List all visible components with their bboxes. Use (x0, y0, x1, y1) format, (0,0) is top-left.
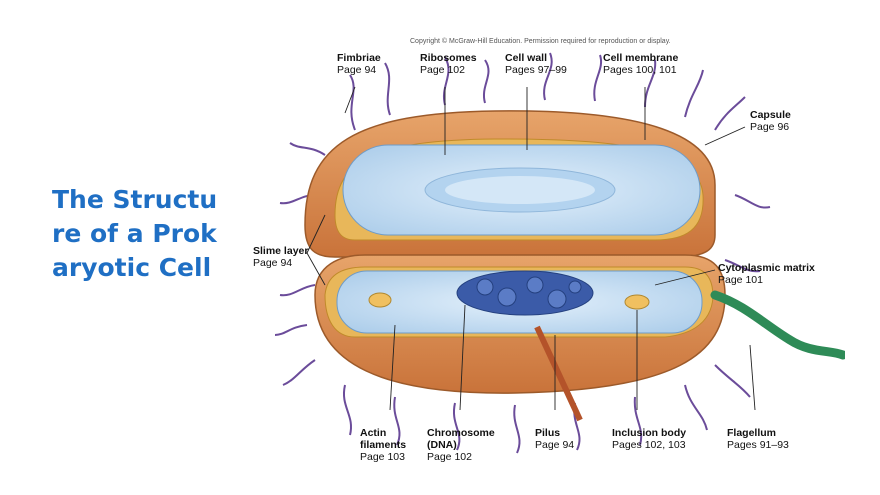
prokaryotic-cell-figure: Copyright © McGraw-Hill Education. Permi… (245, 35, 845, 475)
flagellum (710, 290, 845, 360)
cell-illustration (274, 52, 845, 454)
chromosome-dna (456, 270, 594, 316)
label-chromosome: Chromosome (DNA)Page 102 (427, 427, 495, 463)
inclusion-body (368, 292, 392, 308)
copyright-notice: Copyright © McGraw-Hill Education. Permi… (410, 38, 671, 45)
upper-cell-half (304, 110, 716, 258)
fimbriae-group (274, 52, 771, 454)
slide-title: The Structure of a Prokaryotic Cell (52, 185, 218, 282)
lower-cell-half (314, 254, 726, 422)
leader-lines (306, 86, 756, 411)
inclusion-body (624, 294, 650, 310)
pilus (534, 325, 583, 422)
